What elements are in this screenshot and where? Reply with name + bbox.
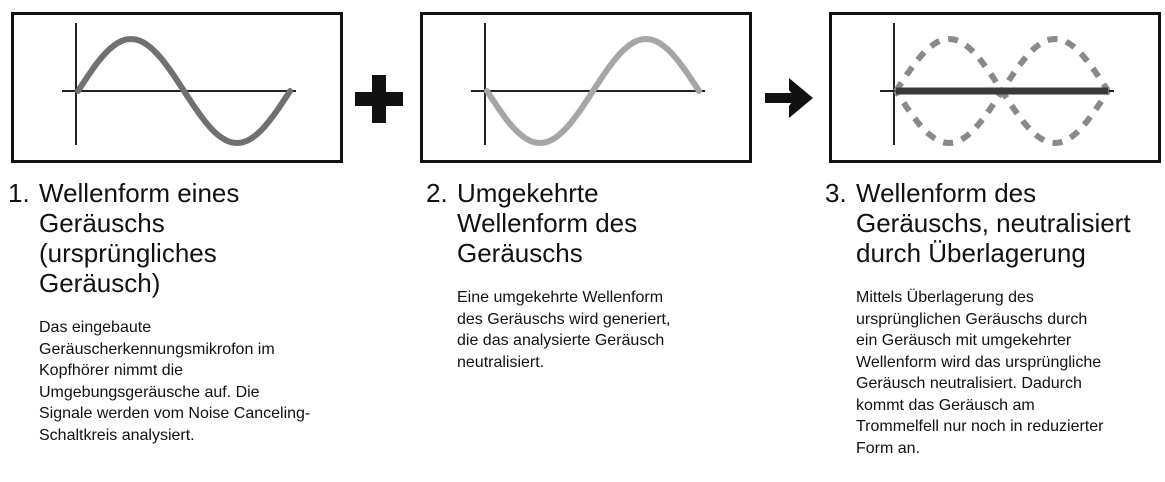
arrow-operator (763, 76, 815, 125)
step-number: 3. (825, 178, 847, 208)
original-wave-graph (62, 23, 296, 147)
panel-neutralized-wave (829, 12, 1161, 163)
step-title: Wellenform des Geräuschs, neutralisiert … (856, 178, 1131, 268)
step-description: Eine umgekehrte Wellenform des Geräuschs… (457, 289, 671, 371)
original-wave-line (75, 35, 293, 147)
arrow-right-icon (765, 78, 813, 118)
step-title: Wellenform eines Geräuschs (ursprünglich… (39, 178, 240, 298)
step-title: Umgekehrte Wellenform des Geräuschs (457, 178, 638, 268)
step-number: 2. (426, 178, 448, 208)
inverted-wave-graph (471, 23, 705, 147)
plus-icon (355, 75, 403, 123)
step-description: Das eingebaute Geräuscherkennungsmikrofo… (39, 319, 311, 444)
neutralized-wave-graph (880, 23, 1114, 147)
plus-operator (352, 72, 406, 131)
step-description: Mittels Überlagerung des ursprünglichen … (856, 289, 1104, 457)
step-number: 1. (8, 178, 30, 208)
panel-original-wave (11, 12, 343, 163)
panel-inverted-wave (420, 12, 752, 163)
inverted-wave-line (484, 35, 702, 147)
